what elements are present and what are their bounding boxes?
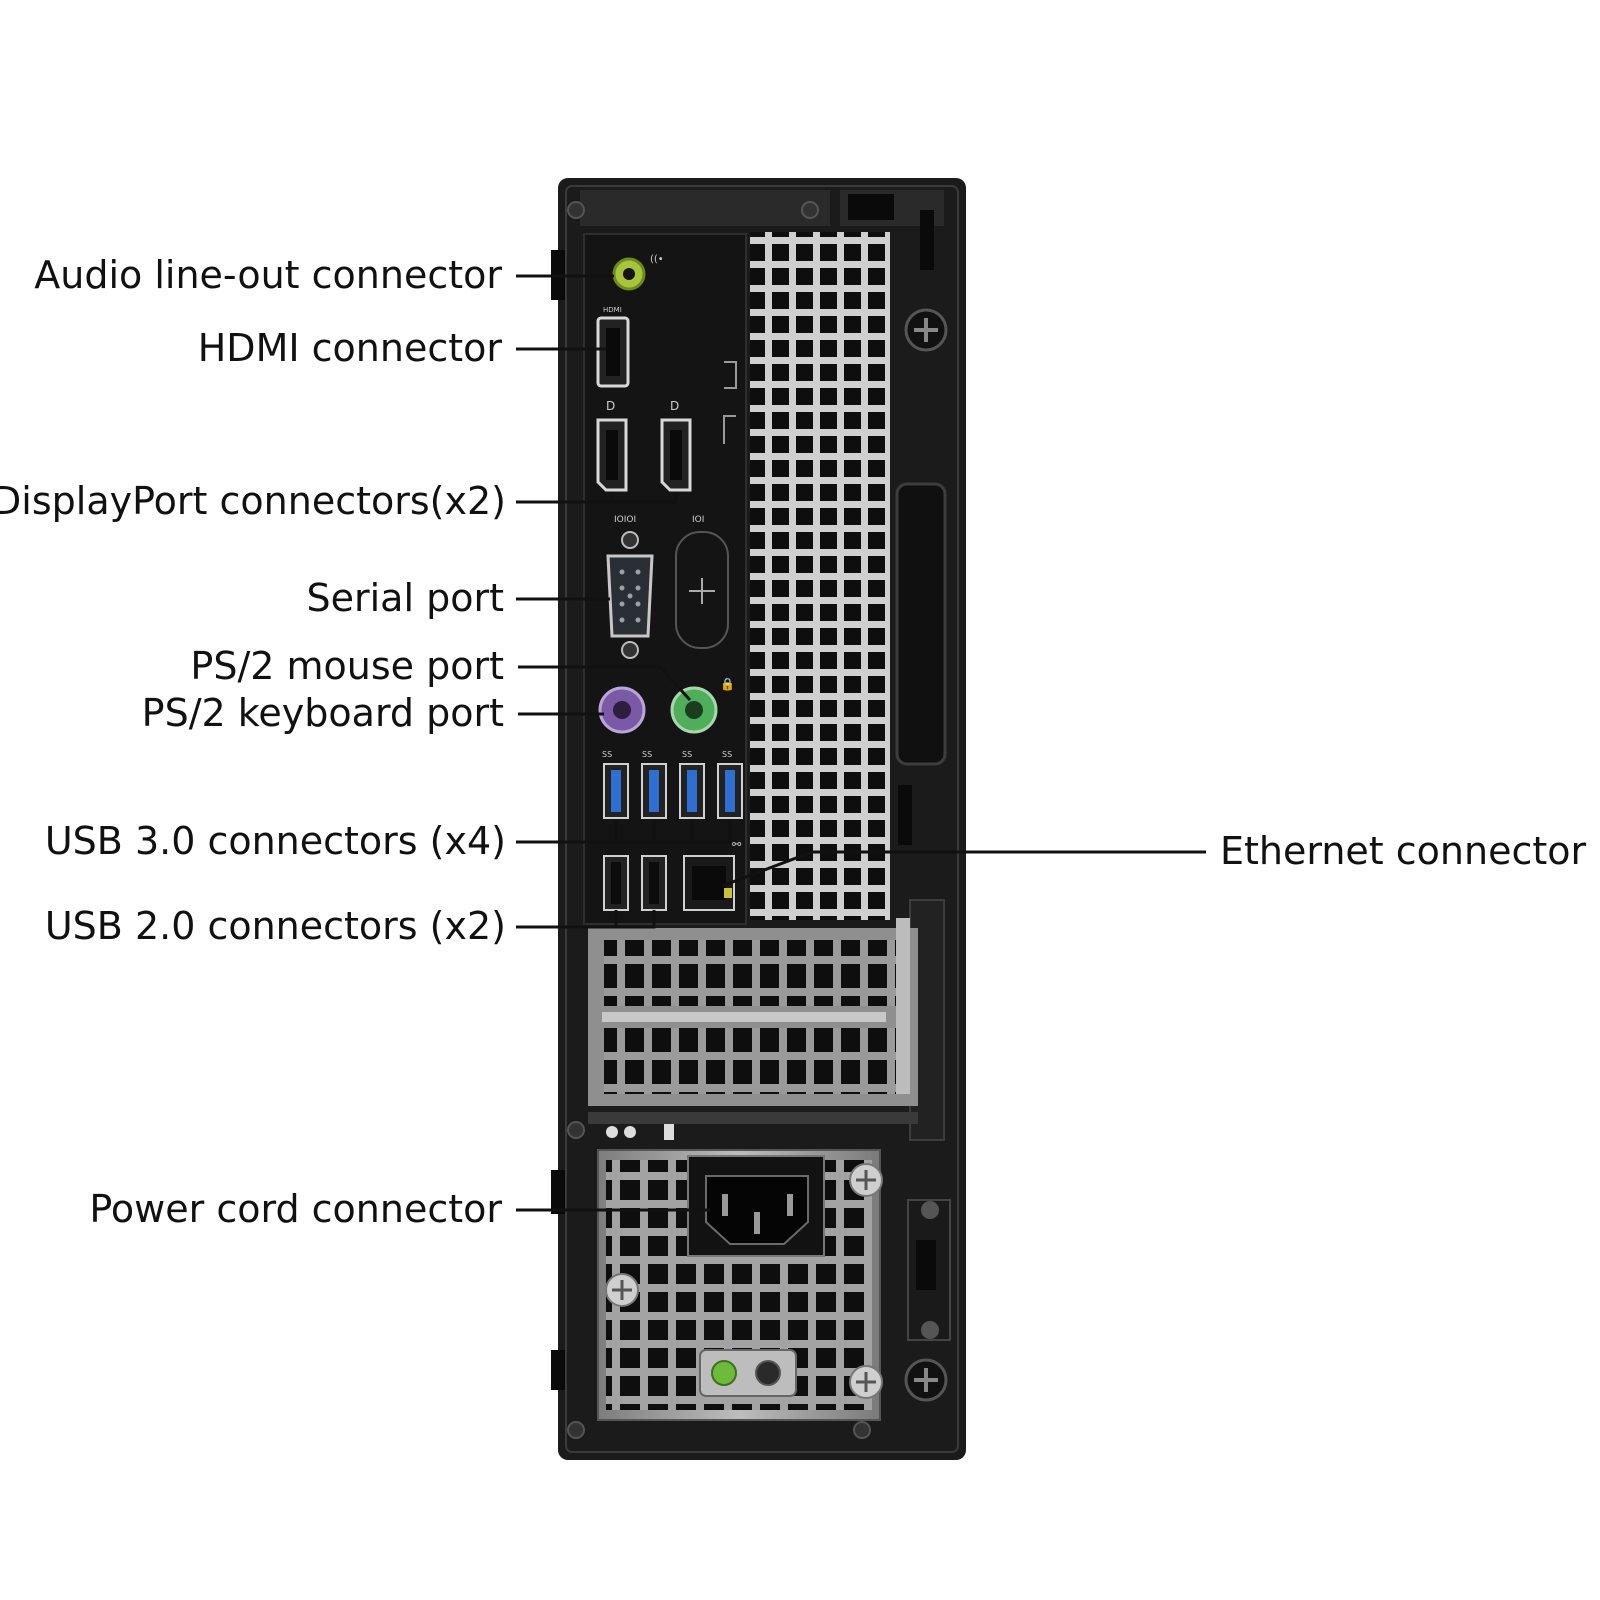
rear-handle xyxy=(895,482,947,766)
usb2-ports xyxy=(603,855,667,911)
screw-icon xyxy=(567,1121,585,1139)
power-inlet xyxy=(687,1155,825,1257)
hdmi-port: HDMI xyxy=(596,306,630,388)
svg-text:D: D xyxy=(606,399,615,413)
screw-icon xyxy=(921,1321,939,1339)
label-ps2-keyboard: PS/2 keyboard port xyxy=(141,691,504,735)
label-ps2-mouse: PS/2 mouse port xyxy=(190,644,504,688)
expansion-slot-cover-2 xyxy=(604,1028,900,1094)
link-led-icon xyxy=(724,888,732,898)
displayport-port-2: D xyxy=(660,399,692,492)
ethernet-port: ⚯ xyxy=(683,838,742,911)
screw-icon xyxy=(567,1421,585,1439)
psu-screw-icon xyxy=(849,1365,883,1399)
usb2-port-2 xyxy=(641,855,667,911)
leader-ps2-mouse xyxy=(518,665,692,702)
usb3-port-2 xyxy=(641,763,667,819)
displayport-port-1: D xyxy=(596,399,628,492)
cooling-vent xyxy=(750,232,890,920)
svg-text:SS: SS xyxy=(682,750,692,759)
screw-icon xyxy=(567,201,585,219)
usb2-port-1 xyxy=(603,855,629,911)
lock-icon: 🔒 xyxy=(720,677,735,691)
svg-text:SS: SS xyxy=(642,750,652,759)
ps2-mouse-port: 🔒 xyxy=(670,677,735,734)
psu-screw-icon xyxy=(605,1273,639,1307)
serial-port: IOIOI xyxy=(606,515,654,659)
leader-usb3 xyxy=(516,820,732,844)
screw-icon xyxy=(853,1421,871,1439)
side-slot-2 xyxy=(920,210,934,270)
label-serial-port: Serial port xyxy=(306,576,505,620)
top-slot xyxy=(848,194,894,220)
psu-screw-icon xyxy=(849,1163,883,1197)
label-usb3: USB 3.0 connectors (x4) xyxy=(44,819,506,863)
optional-port-knockout: IOI xyxy=(675,515,729,649)
expansion-slot-cover-1 xyxy=(604,940,900,1006)
leader-usb2 xyxy=(516,910,656,929)
svg-text:SS: SS xyxy=(722,750,732,759)
hdmi-mark: HDMI xyxy=(603,306,622,314)
screw-icon xyxy=(606,1126,618,1138)
ps2-keyboard-port xyxy=(598,686,646,734)
screw-icon xyxy=(801,201,819,219)
label-hdmi: HDMI connector xyxy=(197,326,502,370)
usb3-port-3 xyxy=(679,763,705,819)
svg-text:IOIOI: IOIOI xyxy=(614,515,636,525)
leader-lines xyxy=(516,274,1206,1212)
power-supply xyxy=(597,1149,883,1421)
chassis-rim xyxy=(565,185,959,1453)
leader-displayport xyxy=(516,494,678,504)
leader-ethernet xyxy=(721,850,1206,888)
side-slot-3 xyxy=(551,1350,565,1390)
thumb-screw-icon xyxy=(904,308,948,352)
top-bar-left xyxy=(580,190,830,226)
svg-text:D: D xyxy=(670,399,679,413)
audio-line-out-jack: ((• xyxy=(612,254,664,291)
label-audio-line-out: Audio line-out connector xyxy=(34,253,502,297)
label-ethernet: Ethernet connector xyxy=(1220,829,1587,873)
svg-text:SS: SS xyxy=(602,750,612,759)
network-icon: ⚯ xyxy=(732,838,742,851)
screw-icon xyxy=(921,1201,939,1219)
label-displayport: DisplayPort connectors(x2) xyxy=(0,479,506,523)
psu-led-icon xyxy=(711,1360,737,1386)
psu-test-button-icon xyxy=(755,1360,781,1386)
audio-icon: ((• xyxy=(650,254,664,265)
usb3-ports: SS SS SS SS xyxy=(602,750,743,819)
screw-icon xyxy=(624,1126,636,1138)
svg-text:IOI: IOI xyxy=(692,515,704,525)
label-usb2: USB 2.0 connectors (x2) xyxy=(44,904,506,948)
thumb-screw-icon xyxy=(904,1358,948,1402)
usb3-port-1 xyxy=(603,763,629,819)
rail-slot xyxy=(898,785,912,845)
expansion-slots xyxy=(588,918,918,1140)
side-slot-4 xyxy=(551,1170,565,1214)
label-power-cord: Power cord connector xyxy=(89,1187,502,1231)
usb3-port-4 xyxy=(717,763,743,819)
